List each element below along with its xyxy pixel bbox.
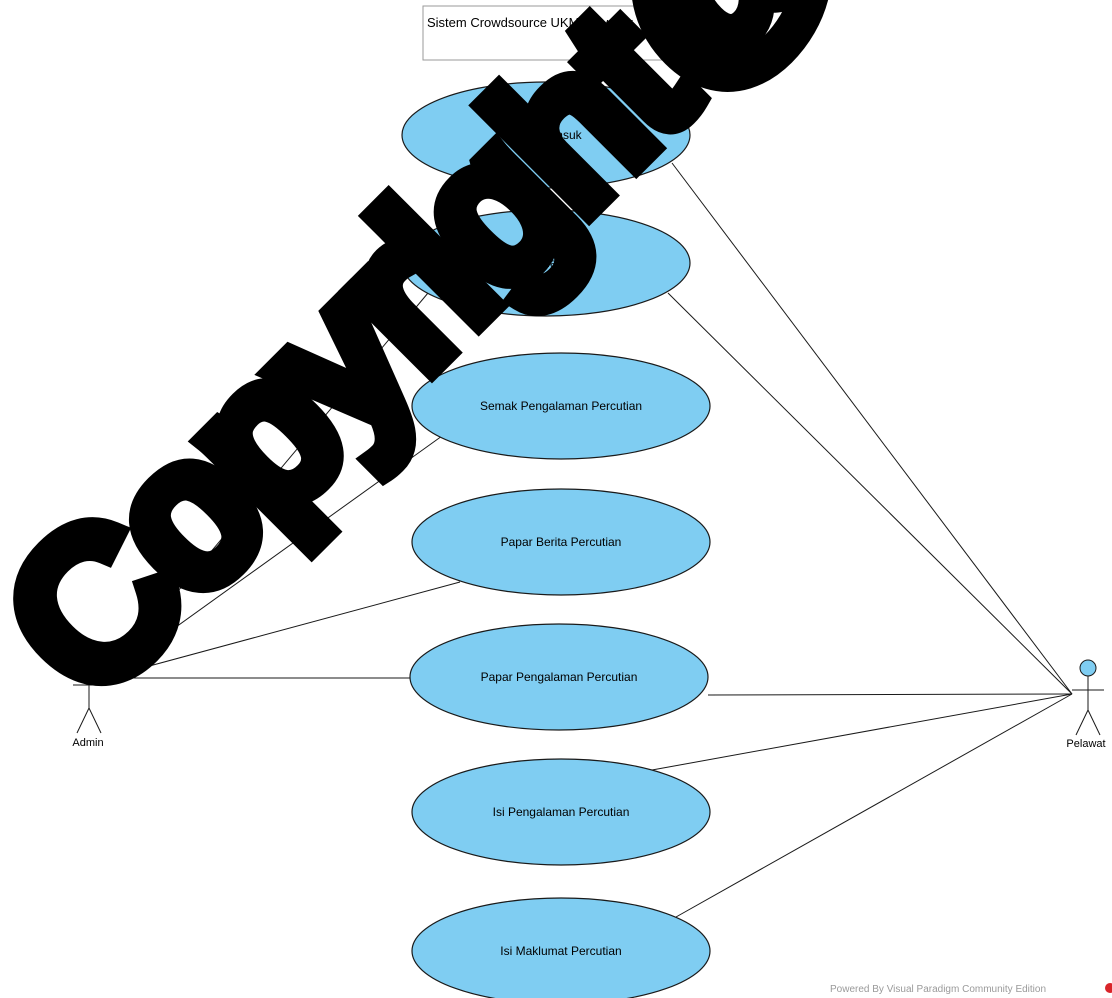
assoc-pelawat-isi-maklumat[interactable]	[675, 693, 1073, 918]
powered-by-text: Powered By Visual Paradigm Community Edi…	[830, 984, 1046, 995]
assoc-admin-semak-pengalaman[interactable]	[104, 435, 443, 679]
assoc-pelawat-isi-pengalaman[interactable]	[651, 693, 1073, 771]
watermark-text: Copyright@	[0, 0, 884, 748]
use-case-label: Papar Pengalaman Percutian	[481, 670, 638, 684]
use-case-isi-maklumat-percutian[interactable]: Isi Maklumat Percutian	[411, 897, 711, 998]
use-case-isi-pengalaman-percutian[interactable]: Isi Pengalaman Percutian	[411, 758, 711, 866]
assoc-pelawat-log-masuk[interactable]	[667, 292, 1073, 695]
assoc-admin-papar-berita[interactable]	[104, 581, 461, 679]
actor-pelawat[interactable]: Pelawat	[1066, 659, 1106, 750]
associations	[104, 162, 1073, 918]
use-case-papar-berita-percutian[interactable]: Papar Berita Percutian	[411, 488, 711, 596]
actor-admin[interactable]: Admin	[72, 657, 105, 749]
use-case-label: Papar Berita Percutian	[501, 535, 622, 549]
powered-by-footer: Powered By Visual Paradigm Community Edi…	[830, 983, 1112, 995]
actor-head-icon	[1079, 659, 1097, 677]
assoc-pelawat-daftar-masuk[interactable]	[671, 162, 1073, 695]
use-case-label: Isi Pengalaman Percutian	[493, 805, 630, 819]
use-case-label: Log Masuk	[517, 256, 577, 270]
assoc-admin-log-masuk[interactable]	[104, 292, 429, 679]
use-case-log-masuk[interactable]: Log Masuk	[401, 209, 691, 317]
use-case-papar-pengalaman-percutian[interactable]: Papar Pengalaman Percutian	[409, 623, 709, 731]
use-case-daftar-masuk[interactable]: Daftar Masuk	[401, 81, 691, 189]
actor-label-pelawat: Pelawat	[1066, 738, 1105, 750]
assoc-pelawat-papar-pengalaman[interactable]	[707, 693, 1073, 696]
system-title-box: Sistem Crowdsource UKM Traveller	[422, 5, 672, 61]
visual-paradigm-logo-icon	[1105, 983, 1112, 993]
use-case-label: Daftar Masuk	[510, 128, 582, 142]
copyright-watermark: Copyright@	[0, 0, 884, 748]
use-case-semak-pengalaman-percutian[interactable]: Semak Pengalaman Percutian	[411, 352, 711, 460]
use-case-label: Isi Maklumat Percutian	[500, 944, 621, 958]
actor-label-admin: Admin	[72, 737, 103, 749]
system-title: Sistem Crowdsource UKM Traveller	[427, 15, 634, 30]
use-case-label: Semak Pengalaman Percutian	[480, 399, 642, 413]
